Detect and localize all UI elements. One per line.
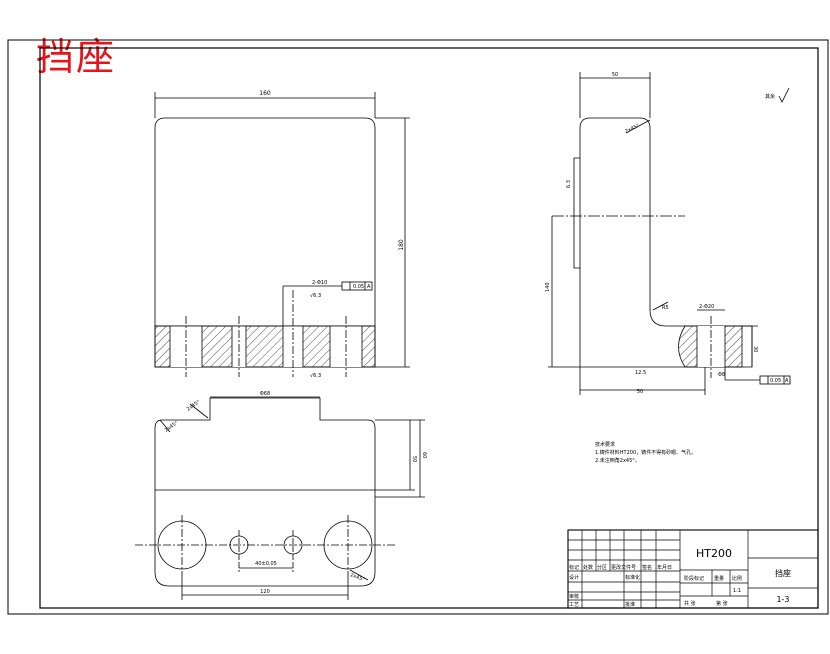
notes-heading: 技术要求 bbox=[595, 441, 615, 448]
tb-header-3: 分区 bbox=[597, 564, 607, 571]
roughness-check-icon bbox=[778, 87, 790, 103]
chamfer-b: 2x45° bbox=[164, 420, 180, 434]
side-bottom-roughness: 12.5 bbox=[635, 370, 646, 376]
hole-note: 2-Φ10 bbox=[312, 280, 327, 286]
notes-line1: 1.铸件材料HT200，铸件不得有砂眼、气孔。 bbox=[595, 449, 696, 456]
roughness-a: √6.3 bbox=[310, 293, 321, 299]
side-radius: R5 bbox=[662, 305, 669, 311]
drawing-number: 1-3 bbox=[776, 595, 789, 604]
notes-line2: 2.未注倒角2x45°。 bbox=[595, 457, 640, 464]
tb-header-4: 更改文件号 bbox=[611, 564, 636, 571]
inner-frame bbox=[39, 47, 819, 609]
plan-view bbox=[135, 396, 425, 600]
title-block bbox=[567, 529, 819, 609]
drawing-title: 挡座 bbox=[36, 35, 117, 79]
tb-header-2: 处数 bbox=[583, 564, 593, 571]
plan-height-b: 60 bbox=[421, 452, 427, 458]
tb-weight: 重量 bbox=[714, 575, 724, 582]
side-tol-b: 0.05 bbox=[770, 378, 781, 384]
side-datum-b-letter: A bbox=[785, 378, 789, 384]
tb-design: 设计 bbox=[569, 574, 579, 581]
side-datum-b: Φ8 bbox=[718, 372, 725, 378]
plan-top-dim: Φ68 bbox=[260, 391, 270, 397]
chamfer-a: 2x45° bbox=[186, 399, 202, 413]
tb-header-5: 签名 bbox=[642, 564, 652, 571]
tol-value: 0.05 bbox=[353, 284, 364, 290]
outer-frame bbox=[7, 39, 829, 615]
tb-scale-value: 1:1 bbox=[733, 588, 741, 594]
tb-scale: 比例 bbox=[732, 575, 742, 582]
tb-approve: 批准 bbox=[625, 601, 635, 608]
tb-sheet-no: 第 张 bbox=[716, 600, 728, 607]
part-name: 挡座 bbox=[775, 568, 791, 578]
roughness-b: √6.3 bbox=[310, 373, 321, 379]
side-top-dim: 50 bbox=[612, 72, 618, 78]
side-chamfer: 2x45° bbox=[624, 123, 641, 135]
datum-letter: A bbox=[367, 284, 371, 290]
tb-sheets: 共 张 bbox=[684, 600, 696, 607]
tb-stage: 阶段标记 bbox=[684, 575, 704, 582]
side-thread: 2-Φ20 bbox=[699, 304, 714, 310]
side-height-dim: 140 bbox=[545, 282, 551, 292]
side-right-dim: 30 bbox=[752, 346, 758, 352]
chamfer-c: 2x45° bbox=[349, 572, 366, 583]
top-width-dim: 160 bbox=[259, 90, 271, 97]
general-roughness: 其余 bbox=[765, 93, 775, 100]
plan-width-dim: 120 bbox=[260, 589, 270, 595]
tb-header-1: 标记 bbox=[569, 564, 579, 571]
tb-standard: 标准化 bbox=[625, 574, 640, 581]
hole-spacing-dim: 40±0.05 bbox=[255, 561, 277, 567]
top-height-dim: 180 bbox=[398, 239, 405, 251]
tb-header-6: 年月日 bbox=[657, 564, 672, 571]
plan-height-a: 50 bbox=[411, 456, 417, 462]
tb-process: 工艺 bbox=[569, 602, 579, 608]
side-view bbox=[548, 72, 791, 395]
front-view bbox=[154, 92, 410, 377]
tb-check: 审核 bbox=[569, 593, 579, 600]
material-label: HT200 bbox=[696, 547, 732, 560]
side-roughness: 6.3 bbox=[566, 180, 572, 188]
side-base-dim: 50 bbox=[637, 389, 643, 395]
